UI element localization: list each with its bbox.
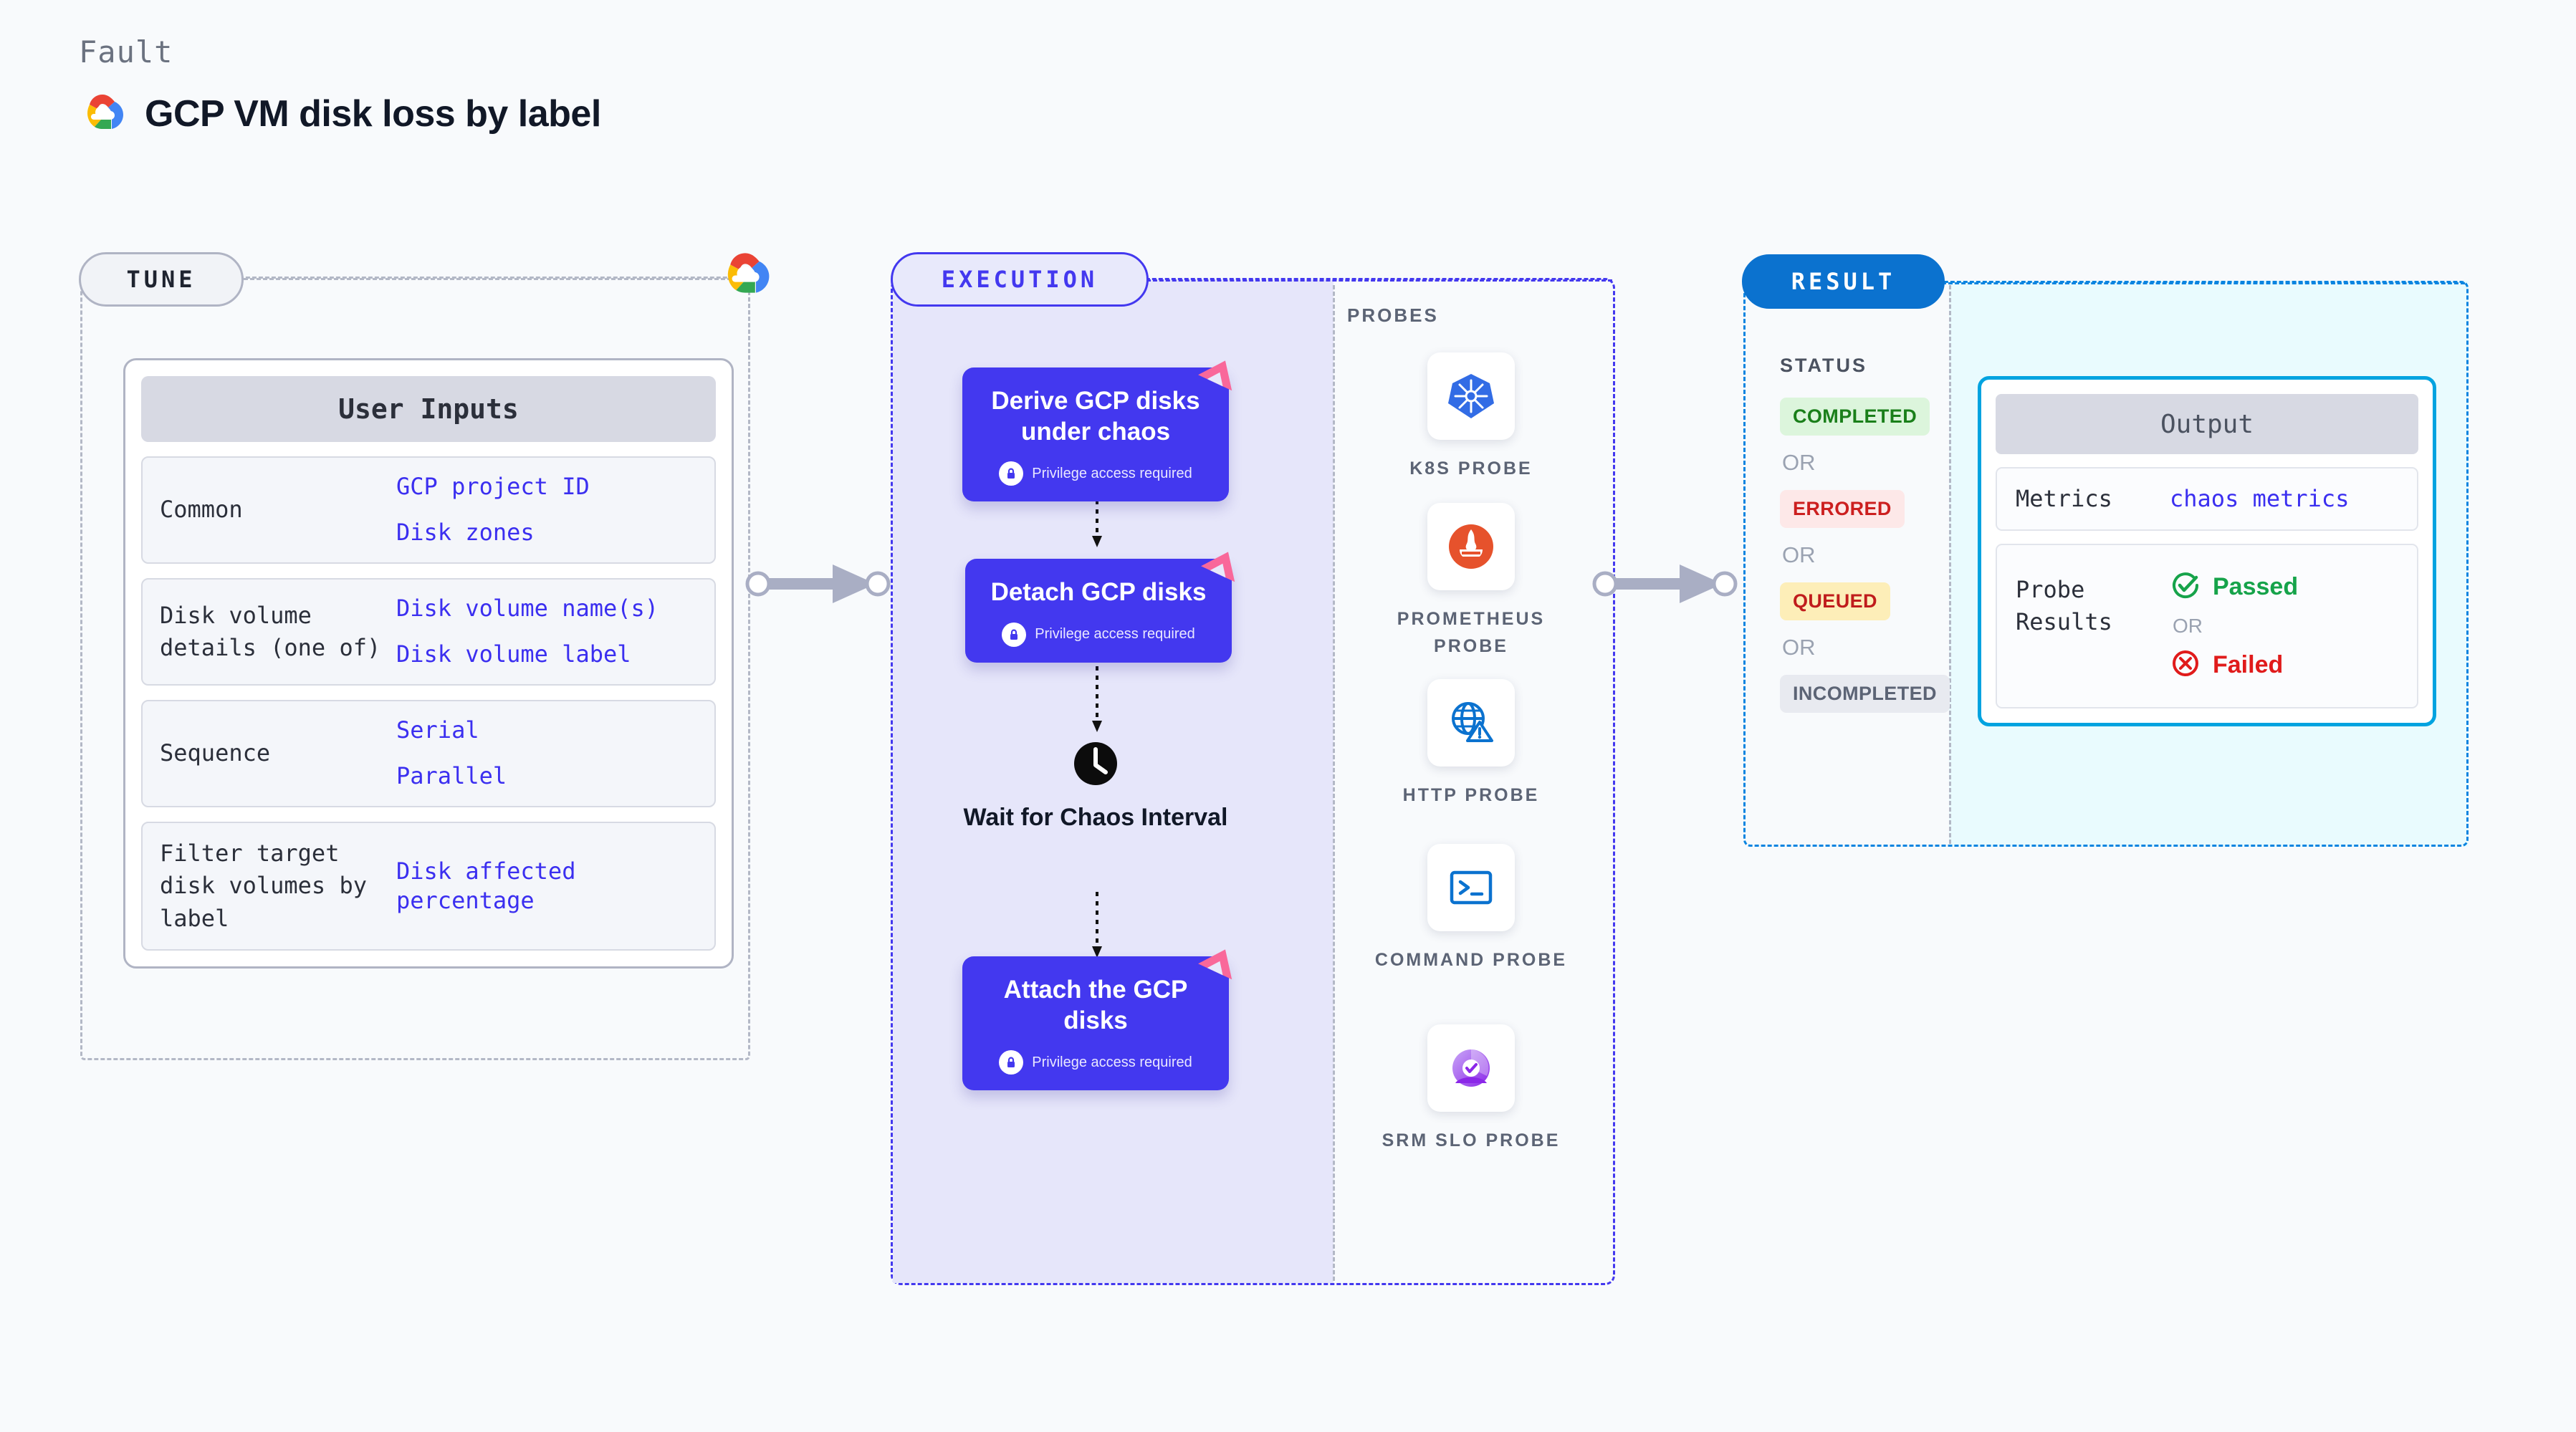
status-badge: QUEUED <box>1780 582 1890 620</box>
tune-row-filter-target: Filter target disk volumes by label Disk… <box>141 822 716 951</box>
execution-panel-pill[interactable]: EXECUTION <box>891 252 1149 307</box>
privilege-note-text: Privilege access required <box>1032 1054 1192 1070</box>
prometheus-icon <box>1427 503 1515 590</box>
lock-icon <box>999 1050 1024 1075</box>
tune-row-key: Sequence <box>160 739 271 767</box>
user-inputs-card: User Inputs Common GCP project ID Disk z… <box>123 358 734 969</box>
probe-label: PROMETHEUS PROBE <box>1397 609 1546 656</box>
kubernetes-icon <box>1427 352 1515 440</box>
arrow-tune-to-execution <box>745 559 903 612</box>
probe-prometheus[interactable]: PROMETHEUS PROBE <box>1364 503 1579 660</box>
status-badge: INCOMPLETED <box>1780 675 1950 713</box>
probes-section-label: PROBES <box>1347 304 1439 326</box>
probe-result-label: Passed <box>2213 572 2299 600</box>
probe-label: HTTP PROBE <box>1402 785 1540 805</box>
execution-node-title: Derive GCP disks under chaos <box>991 387 1200 446</box>
page-title: GCP VM disk loss by label <box>79 92 601 135</box>
result-panel-pill[interactable]: RESULT <box>1742 254 1945 309</box>
status-or: OR <box>1782 450 1816 475</box>
execution-probes-divider <box>1333 285 1335 1281</box>
execution-node-attach[interactable]: Attach the GCP disks Privilege access re… <box>962 949 1232 1091</box>
output-row-key: Metrics <box>2016 485 2112 512</box>
tune-gcp-badge-icon <box>718 249 772 300</box>
tune-row-value[interactable]: Disk zones <box>396 519 535 546</box>
arrow-execution-to-result <box>1592 559 1750 612</box>
tune-row-value[interactable]: GCP project ID <box>396 473 590 501</box>
probe-label: COMMAND PROBE <box>1374 950 1568 970</box>
tune-row-value[interactable]: Serial <box>396 716 479 744</box>
result-status-label: STATUS <box>1780 355 1867 376</box>
probe-result-failed: Failed <box>2170 648 2298 683</box>
execution-node-title: Attach the GCP disks <box>1003 976 1188 1034</box>
output-card: Output Metrics chaos metrics Probe Resul… <box>1978 376 2436 726</box>
privilege-note: Privilege access required <box>978 461 1213 486</box>
flow-arrow-3 <box>1090 892 1104 964</box>
result-status-divider <box>1949 285 1951 844</box>
lock-icon <box>999 461 1024 486</box>
result-panel-border <box>1743 281 2469 847</box>
probe-http[interactable]: HTTP PROBE <box>1364 679 1579 809</box>
status-or: OR <box>1782 542 1816 567</box>
execution-node-title: Wait for Chaos Interval <box>963 804 1228 831</box>
flow-arrow-2 <box>1090 666 1104 739</box>
tune-row-key: Filter target disk volumes by label <box>160 840 367 932</box>
litmus-ribbon-icon <box>1194 943 1240 989</box>
probe-result-or: OR <box>2173 614 2203 637</box>
http-globe-icon <box>1427 679 1515 767</box>
result-pill-connector <box>1942 282 2465 284</box>
execution-node-title: Detach GCP disks <box>990 578 1207 606</box>
tune-row-value[interactable]: Disk volume name(s) <box>396 595 659 623</box>
result-status-list: COMPLETED OR ERRORED OR QUEUED OR INCOMP… <box>1780 398 1950 713</box>
status-badge: ERRORED <box>1780 490 1905 528</box>
probe-label: SRM SLO PROBE <box>1382 1130 1561 1150</box>
tune-row-value[interactable]: Disk volume label <box>396 640 631 668</box>
lock-icon <box>1002 622 1027 647</box>
tune-row-sequence: Sequence Serial Parallel <box>141 700 716 807</box>
output-row-probe-results: Probe Results Passed OR <box>1996 543 2418 708</box>
clock-icon <box>1070 742 1121 792</box>
litmus-ribbon-icon <box>1197 546 1243 592</box>
privilege-note-text: Privilege access required <box>1032 465 1192 481</box>
page-title-text: GCP VM disk loss by label <box>145 92 601 135</box>
probe-label: K8S PROBE <box>1409 458 1533 479</box>
tune-row-value[interactable]: Parallel <box>396 762 507 789</box>
tune-row-disk-volume-details: Disk volume details (one of) Disk volume… <box>141 578 716 686</box>
tune-row-key: Disk volume details (one of) <box>160 601 381 661</box>
srm-slo-icon <box>1427 1024 1515 1112</box>
tune-pill-connector <box>244 278 738 280</box>
tune-row-common: Common GCP project ID Disk zones <box>141 456 716 564</box>
status-badge: COMPLETED <box>1780 398 1930 436</box>
probe-srm-slo[interactable]: SRM SLO PROBE <box>1364 1024 1579 1155</box>
tune-panel-border <box>80 277 750 1060</box>
execution-panel-border <box>891 278 1615 1285</box>
litmus-ribbon-icon <box>1194 355 1240 400</box>
fault-kicker: Fault <box>79 34 173 69</box>
output-row-metrics: Metrics chaos metrics <box>1996 467 2418 531</box>
tune-row-key: Common <box>160 496 243 524</box>
tune-row-value[interactable]: Disk affected percentage <box>396 857 576 915</box>
user-inputs-title: User Inputs <box>141 376 716 442</box>
check-circle-icon <box>2170 570 2201 605</box>
probe-command[interactable]: COMMAND PROBE <box>1364 844 1579 974</box>
tune-panel-pill[interactable]: TUNE <box>79 252 244 307</box>
flow-arrow-1 <box>1090 500 1104 554</box>
execution-node-detach[interactable]: Detach GCP disks Privilege access requir… <box>965 552 1235 663</box>
privilege-note-text: Privilege access required <box>1035 626 1195 643</box>
execution-pill-connector <box>1146 279 1612 282</box>
privilege-note: Privilege access required <box>981 622 1216 647</box>
gcp-cloud-logo-icon <box>79 92 126 135</box>
probe-result-label: Failed <box>2213 650 2284 678</box>
execution-node-derive[interactable]: Derive GCP disks under chaos Privilege a… <box>962 360 1232 502</box>
x-circle-icon <box>2170 648 2201 683</box>
probe-result-passed: Passed <box>2170 570 2298 605</box>
privilege-note: Privilege access required <box>978 1050 1213 1075</box>
execution-node-wait: Wait for Chaos Interval <box>962 738 1229 832</box>
output-row-key: Probe Results <box>2016 575 2112 635</box>
probe-k8s[interactable]: K8S PROBE <box>1364 352 1579 483</box>
output-row-value[interactable]: chaos metrics <box>2170 485 2350 513</box>
terminal-icon <box>1427 844 1515 931</box>
status-or: OR <box>1782 635 1816 660</box>
output-card-title: Output <box>1996 394 2418 454</box>
